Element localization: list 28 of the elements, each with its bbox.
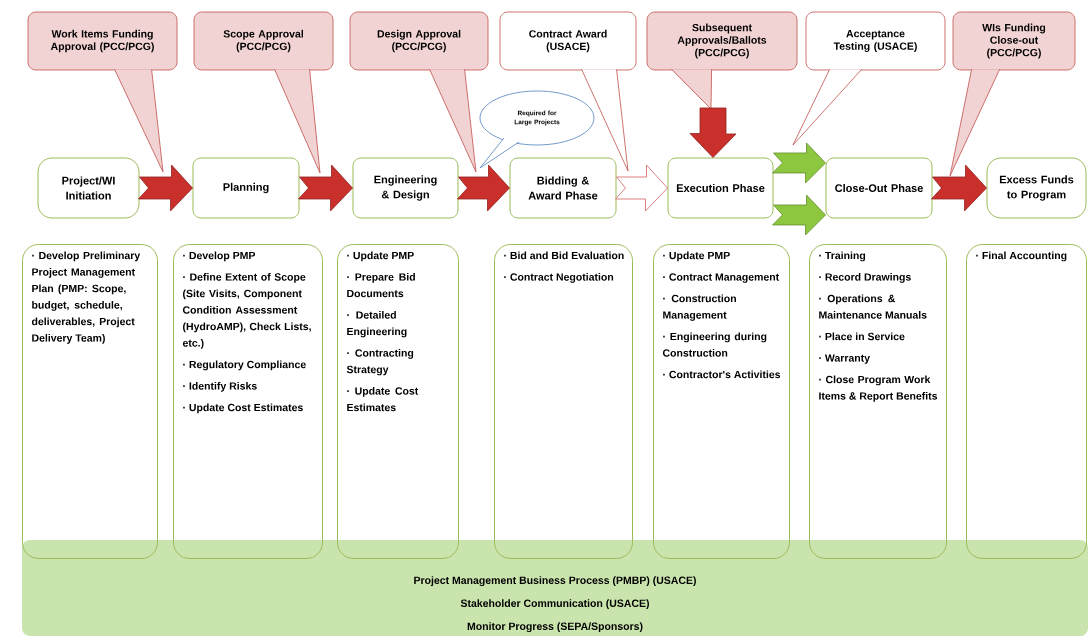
phase-box: Engineering & Design	[352, 157, 459, 219]
activity-box: · Develop PMP · Define Extent of Scope (Site Visits, Component Condition Assessment (HydroAMP), Check Lists, etc.) · Regulatory Compliance · Identify Risks · Update Cost Estimates	[173, 244, 323, 559]
activity-box: · Final Accounting	[966, 244, 1087, 559]
callout-box: Design Approval (PCC/PCG)	[349, 11, 489, 173]
callout-box: Work Items Funding Approval (PCC/PCG)	[27, 11, 178, 173]
activity-box: · Training · Record Drawings · Operations & Maintenance Manuals · Place in Service · Warranty · Close Program Work Items & Report Benefits	[809, 244, 947, 559]
block-arrow	[772, 194, 826, 236]
callout-box: Scope Approval (PCC/PCG)	[193, 11, 334, 174]
phase-box: Planning	[192, 157, 300, 219]
block-arrow	[615, 164, 668, 212]
block-arrow	[457, 164, 510, 212]
phase-box: Bidding & Award Phase	[509, 157, 617, 219]
activity-box: · Update PMP · Prepare Bid Documents · Detailed Engineering · Contracting Strategy · Update Cost Estimates	[337, 244, 459, 559]
callout-box: Acceptance Testing (USACE)	[792, 11, 946, 146]
activity-box: · Bid and Bid Evaluation · Contract Negotiation	[494, 244, 633, 559]
block-arrow	[298, 164, 353, 212]
phase-box: Excess Funds to Program	[986, 157, 1087, 219]
process-band: Project Management Business Process (PMBP) (USACE) Stakeholder Communication (USACE) Monitor Progress (SEPA/Sponsors)	[22, 540, 1088, 636]
block-arrow	[689, 107, 737, 158]
phase-box: Close-Out Phase	[825, 157, 933, 219]
activity-box: · Update PMP · Contract Management · Construction Management · Engineering during Construction · Contractor's Activities	[653, 244, 790, 559]
block-arrow	[772, 142, 826, 184]
block-arrow	[138, 164, 193, 212]
callout-box: Subsequent Approvals/Ballots (PCC/PCG)	[646, 11, 798, 110]
block-arrow	[931, 164, 987, 212]
phase-box: Execution Phase	[667, 157, 774, 219]
phase-box: Project/WI Initiation	[37, 157, 140, 219]
activity-box: · Develop Preliminary Project Management Plan (PMP: Scope, budget, schedule, deliverables, Project Delivery Team)	[22, 244, 158, 559]
